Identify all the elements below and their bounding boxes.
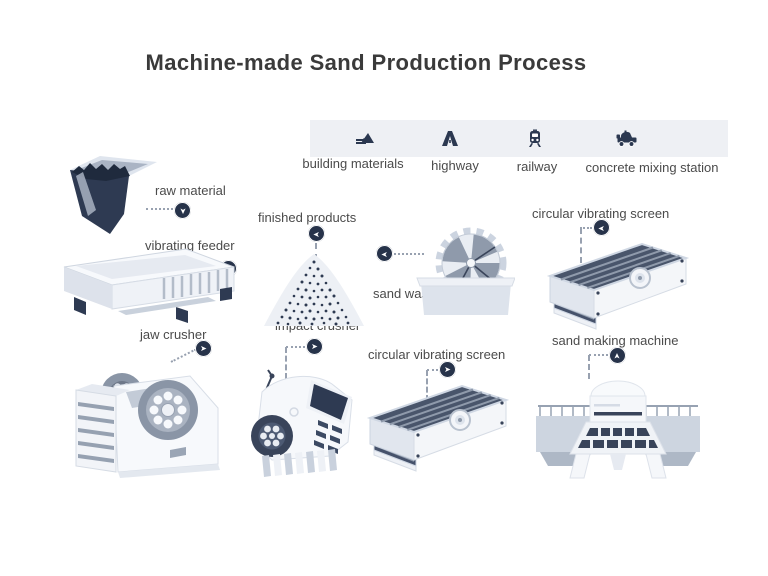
flow-badge-jaw-crusher: ➤ xyxy=(195,340,212,357)
left-arrow-icon: ➤ xyxy=(313,229,320,239)
finished-products-pile-illustration xyxy=(264,254,364,326)
stage-label-jaw-crusher: jaw crusher xyxy=(140,327,207,342)
raw-material-hopper-illustration xyxy=(70,156,157,234)
impact-crusher-illustration xyxy=(251,369,353,477)
app-label-highway: highway xyxy=(431,158,479,173)
down-arrow-icon: ➤ xyxy=(178,207,188,214)
right-arrow-icon: ➤ xyxy=(311,341,318,351)
jaw-crusher-illustration xyxy=(75,373,220,478)
up-arrow-icon: ➤ xyxy=(612,352,622,359)
stage-label-circular-vibrating-screen-top: circular vibrating screen xyxy=(532,206,670,221)
flow-badge-cvs-bottom: ➤ xyxy=(439,361,456,378)
vibrating-feeder-illustration xyxy=(63,248,235,323)
connector-raw-material xyxy=(146,208,173,210)
stage-label-sand-making-machine: sand making machine xyxy=(552,333,679,348)
sand-washing-machine-illustration xyxy=(416,227,515,315)
app-label-building-materials: building materials xyxy=(302,156,404,171)
connector-cvs-bottom-h xyxy=(427,369,438,371)
connector-sand-making-h xyxy=(589,354,608,356)
stage-label-circular-vibrating-screen-bottom: circular vibrating screen xyxy=(368,347,506,362)
stage-label-raw-material: raw material xyxy=(155,183,226,198)
flow-badge-sand-washing-machine: ➤ xyxy=(376,245,393,262)
connector-cvs-bottom-v xyxy=(426,370,428,401)
right-arrow-icon: ➤ xyxy=(200,343,207,353)
connector-cvs-top-h xyxy=(580,227,592,229)
flow-badge-cvs-top: ➤ xyxy=(593,219,610,236)
stage-label-finished-products: finished products xyxy=(258,210,357,225)
app-label-railway: railway xyxy=(516,159,558,174)
applications-bar xyxy=(310,120,728,157)
connector-sand-washing-machine xyxy=(394,253,424,255)
stage-label-vibrating-feeder: vibrating feeder xyxy=(145,238,235,253)
right-arrow-icon: ➤ xyxy=(444,364,451,374)
train-icon xyxy=(529,129,541,147)
flow-badge-sand-making: ➤ xyxy=(609,347,626,364)
app-label-concrete-mixing-station: concrete mixing station xyxy=(585,160,719,175)
circular-vibrating-screen-bottom-illustration xyxy=(366,384,510,472)
flow-badge-raw-material: ➤ xyxy=(174,202,191,219)
left-arrow-icon: ➤ xyxy=(598,223,605,233)
sand-pile-icon xyxy=(356,133,374,144)
mixer-truck-icon xyxy=(616,130,637,147)
connector-sand-making-v xyxy=(588,355,590,379)
connector-impact-crusher-v xyxy=(285,347,287,379)
connector-impact-crusher-h xyxy=(286,346,305,348)
sand-making-machine-illustration xyxy=(536,380,700,479)
flow-badge-finished-products: ➤ xyxy=(308,225,325,242)
connector-cvs-top-v xyxy=(580,228,582,263)
page-title: Machine-made Sand Production Process xyxy=(145,50,587,75)
circular-vibrating-screen-top-illustration xyxy=(546,242,690,330)
left-arrow-icon: ➤ xyxy=(381,249,388,259)
flow-badge-impact-crusher: ➤ xyxy=(306,338,323,355)
highway-icon xyxy=(442,131,458,146)
